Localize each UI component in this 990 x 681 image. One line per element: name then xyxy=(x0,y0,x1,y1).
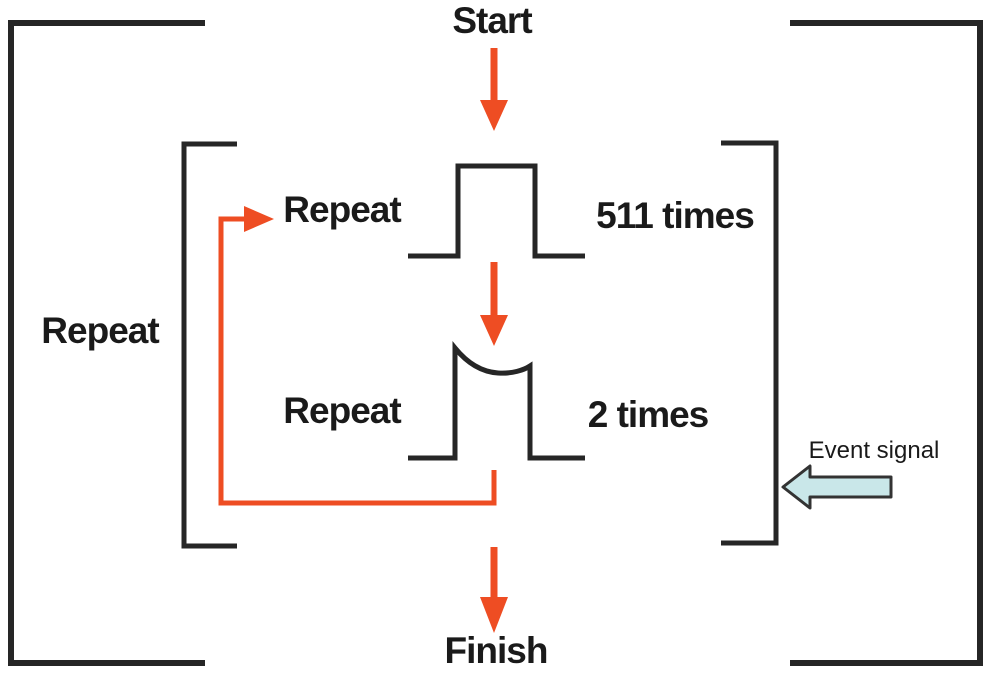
loop1-count-label: 511 times xyxy=(596,195,755,236)
inner-right-bracket xyxy=(721,140,779,546)
outer-left-bracket xyxy=(8,20,205,666)
decay-pulse-waveform xyxy=(408,340,585,461)
outer-right-bracket xyxy=(790,20,983,666)
event-signal-label: Event signal xyxy=(808,437,940,464)
loop1-repeat-label: Repeat xyxy=(283,189,401,230)
mid-arrow-head xyxy=(480,315,508,346)
start-arrow-head xyxy=(480,100,508,131)
finish-arrow-head xyxy=(480,597,508,633)
event-signal-arrow xyxy=(781,464,893,510)
inner-left-bracket xyxy=(181,141,237,549)
loop-back-line xyxy=(218,216,497,506)
square-pulse-waveform xyxy=(408,163,585,259)
loop2-repeat-label: Repeat xyxy=(283,390,401,431)
outer-repeat-label: Repeat xyxy=(41,310,159,351)
start-label: Start xyxy=(452,0,532,41)
loop-back-arrow-head xyxy=(244,206,274,232)
loop2-count-label: 2 times xyxy=(587,394,710,435)
finish-label: Finish xyxy=(444,630,549,671)
